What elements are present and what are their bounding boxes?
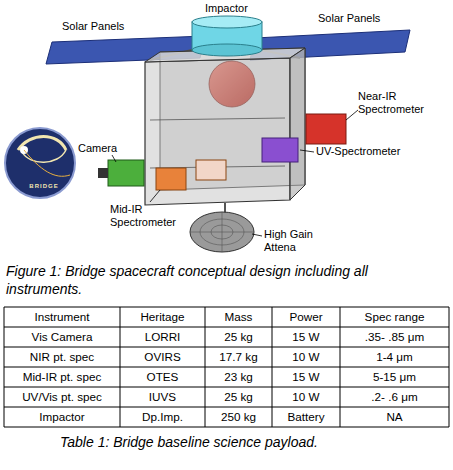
- table-cell: 25 kg: [205, 327, 272, 347]
- table-header-cell: Spec range: [340, 307, 449, 327]
- table-cell: Impactor: [4, 407, 120, 427]
- table-cell: 10 W: [272, 347, 340, 367]
- bus-front: [145, 58, 290, 205]
- callout-label: Solar Panels: [318, 12, 408, 25]
- high-gain-antenna: [190, 212, 254, 252]
- camera-box: [108, 160, 144, 186]
- bus-side: [290, 48, 305, 200]
- table-cell: Battery: [272, 407, 340, 427]
- table-cell: 1-4 μm: [340, 347, 449, 367]
- callout-label: Solar Panels: [62, 20, 152, 33]
- table-cell: LORRI: [120, 327, 205, 347]
- mission-logo: [5, 128, 75, 198]
- table-cell: Mid-IR pt. spec: [4, 367, 120, 387]
- table-cell: 15 W: [272, 367, 340, 387]
- callout-label: Impactor: [205, 2, 285, 15]
- instrument-box: [196, 160, 226, 180]
- figure-caption: Figure 1: Bridge spacecraft conceptual d…: [6, 262, 426, 298]
- table-cell: UV/Vis pt. spec: [4, 387, 120, 407]
- table-grid: [4, 307, 449, 427]
- table-cell: NIR pt. spec: [4, 347, 120, 367]
- table-cell: 25 kg: [205, 387, 272, 407]
- leader-line: [150, 190, 160, 202]
- table-cell: Dp.Imp.: [120, 407, 205, 427]
- table-cell: 5-15 μm: [340, 367, 449, 387]
- callout-label: Camera: [78, 142, 138, 155]
- impactor-top: [192, 16, 262, 28]
- callout-label: Mid-IR Spectrometer: [110, 203, 190, 228]
- leader-line: [252, 234, 262, 236]
- callout-label: Near-IR Spectrometer: [358, 90, 438, 115]
- table-header-cell: Mass: [205, 307, 272, 327]
- table-cell: 17.7 kg: [205, 347, 272, 367]
- table-cell: 10 W: [272, 387, 340, 407]
- callout-label: UV-Spectrometer: [316, 145, 426, 158]
- table-cell: .35- .85 μm: [340, 327, 449, 347]
- table-cell: OVIRS: [120, 347, 205, 367]
- table-header-cell: Power: [272, 307, 340, 327]
- mid-ir-box: [156, 168, 186, 190]
- antenna-rib: [222, 212, 223, 252]
- near-ir-box: [306, 114, 346, 144]
- leader-line: [300, 150, 314, 152]
- table-cell: 23 kg: [205, 367, 272, 387]
- bus-strut: [150, 118, 285, 120]
- uv-box: [262, 138, 298, 162]
- leader-line: [112, 155, 116, 162]
- table-header-cell: Heritage: [120, 307, 205, 327]
- callout-label: High Gain Attena: [264, 228, 334, 253]
- camera-lens: [98, 168, 108, 178]
- table-cell: OTES: [120, 367, 205, 387]
- table-cell: NA: [340, 407, 449, 427]
- table-cell: 250 kg: [205, 407, 272, 427]
- table-caption: Table 1: Bridge baseline science payload…: [60, 434, 400, 450]
- logo-text: BRIDGE: [24, 183, 64, 190]
- leader-line: [346, 110, 358, 120]
- table-cell: Vis Camera: [4, 327, 120, 347]
- logo-trail: [24, 150, 70, 176]
- table-cell: 15 W: [272, 327, 340, 347]
- table-cell: .2- .6 μm: [340, 387, 449, 407]
- impactor-base: [192, 44, 262, 56]
- table-header-cell: Instrument: [4, 307, 120, 327]
- table-cell: IUVS: [120, 387, 205, 407]
